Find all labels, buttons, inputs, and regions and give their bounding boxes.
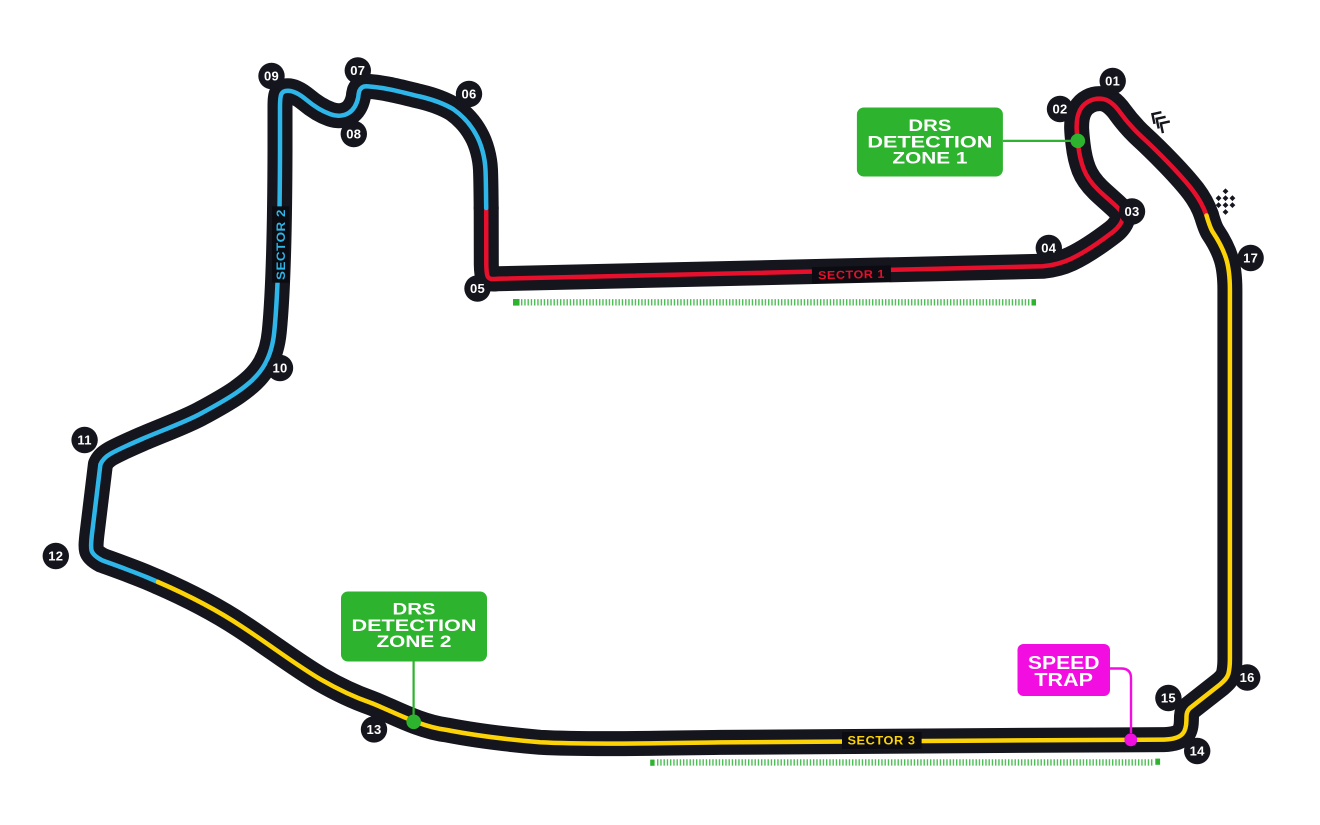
svg-text:SECTOR 3: SECTOR 3 xyxy=(848,736,916,748)
svg-text:11: 11 xyxy=(77,433,91,448)
svg-text:DRS: DRS xyxy=(908,117,951,135)
svg-text:16: 16 xyxy=(1240,670,1255,685)
svg-text:SPEED: SPEED xyxy=(1028,652,1100,673)
svg-text:TRAP: TRAP xyxy=(1034,669,1093,690)
svg-text:SECTOR 2: SECTOR 2 xyxy=(274,209,288,280)
svg-text:10: 10 xyxy=(272,361,287,376)
svg-text:07: 07 xyxy=(350,63,365,78)
svg-text:14: 14 xyxy=(1190,744,1206,759)
svg-text:03: 03 xyxy=(1124,204,1139,219)
svg-text:17: 17 xyxy=(1243,251,1258,266)
svg-text:09: 09 xyxy=(264,69,279,84)
svg-text:ZONE 1: ZONE 1 xyxy=(892,150,967,168)
svg-text:12: 12 xyxy=(48,549,63,564)
svg-text:SECTOR 1: SECTOR 1 xyxy=(818,269,885,283)
svg-text:06: 06 xyxy=(461,87,476,102)
svg-text:DRS: DRS xyxy=(393,601,436,619)
svg-text:02: 02 xyxy=(1052,102,1067,117)
svg-text:ZONE 2: ZONE 2 xyxy=(377,633,452,651)
svg-text:05: 05 xyxy=(470,281,485,296)
svg-text:DETECTION: DETECTION xyxy=(352,617,477,635)
svg-text:01: 01 xyxy=(1105,74,1120,89)
svg-text:04: 04 xyxy=(1041,241,1057,256)
svg-text:13: 13 xyxy=(366,722,381,737)
svg-text:DETECTION: DETECTION xyxy=(867,133,992,151)
svg-text:15: 15 xyxy=(1161,691,1176,706)
svg-text:08: 08 xyxy=(346,127,361,142)
